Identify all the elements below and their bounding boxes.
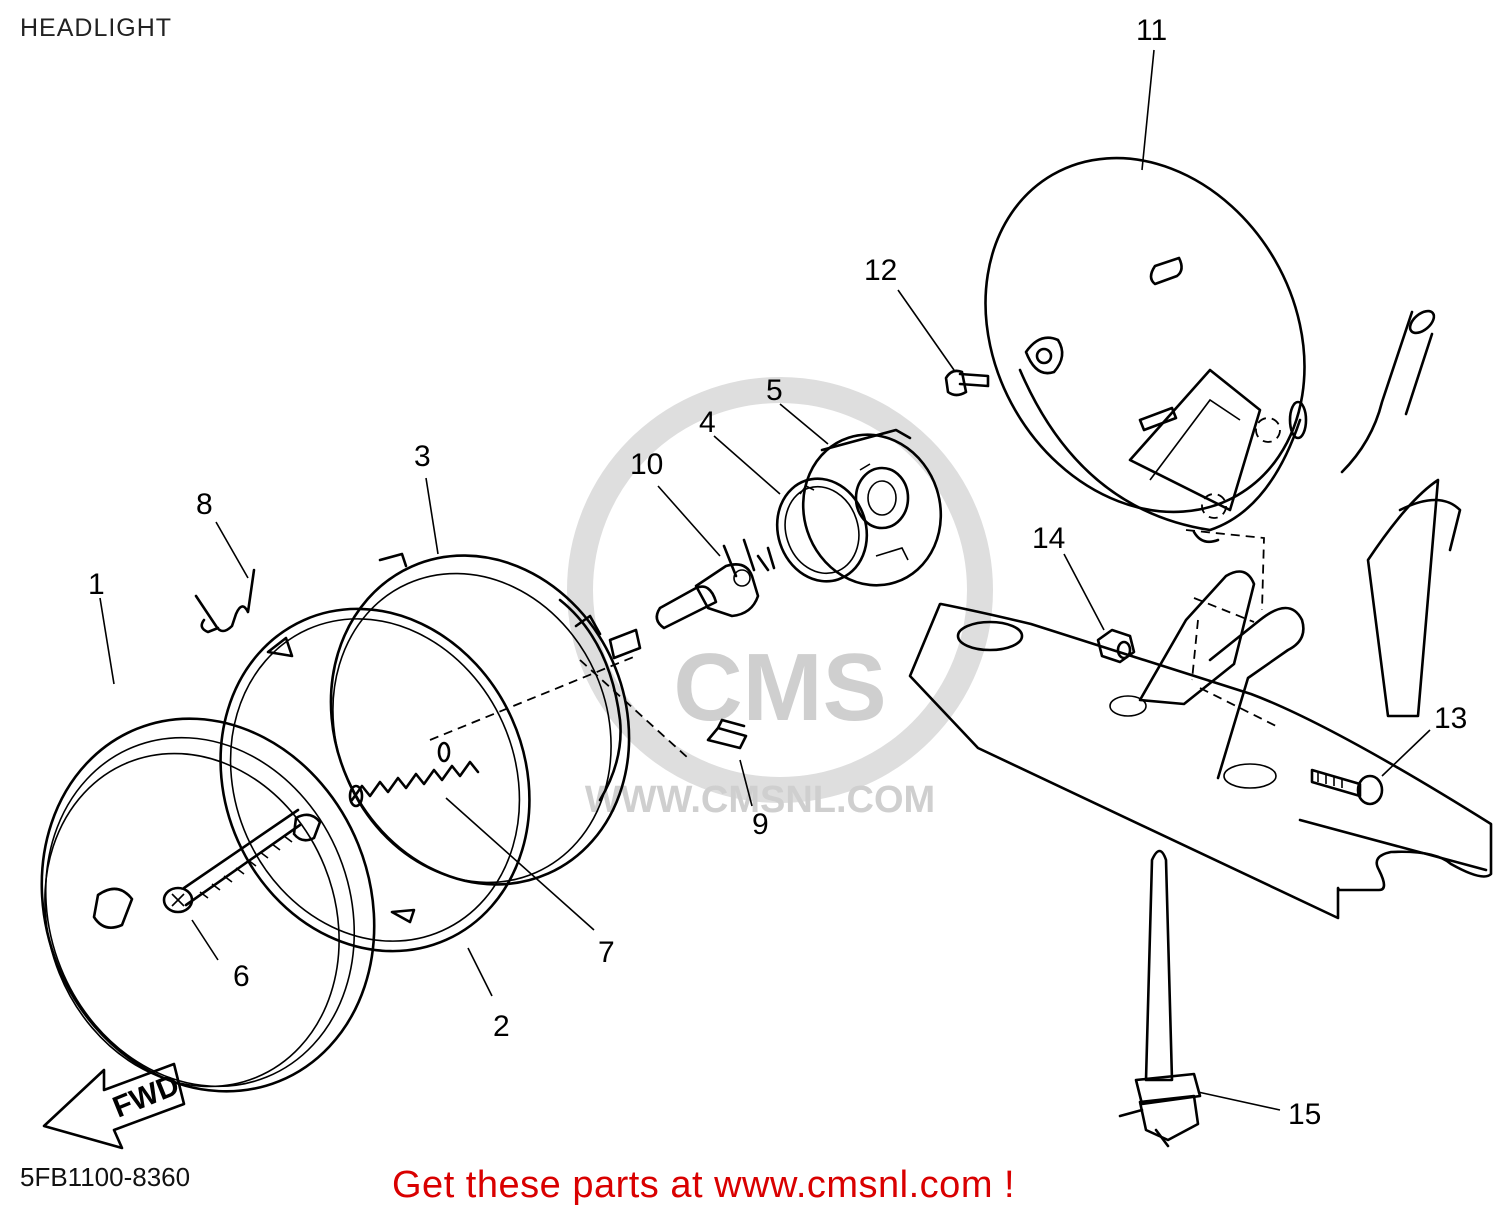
callout-3: 3	[414, 440, 431, 473]
promo-link[interactable]: Get these parts at www.cmsnl.com !	[392, 1164, 1016, 1206]
callout-labels: 1 2 3 4 5 6 7 8 9 10 11 12 13 14 15	[88, 14, 1467, 1131]
callout-10: 10	[630, 448, 663, 481]
callout-12: 12	[864, 254, 897, 287]
part-5-socket[interactable]	[784, 417, 960, 604]
part-2-retaining-ring[interactable]	[167, 559, 583, 1001]
callout-9: 9	[752, 808, 769, 841]
cms-watermark: CMS WWW.CMSNL.COM	[567, 377, 993, 821]
callout-6: 6	[233, 960, 250, 993]
watermark-brand: CMS	[673, 634, 886, 741]
callout-8: 8	[196, 488, 213, 521]
callout-4: 4	[699, 406, 716, 439]
part-12-screw[interactable]	[944, 369, 990, 397]
watermark-url: WWW.CMSNL.COM	[585, 779, 935, 821]
part-9-clip[interactable]	[706, 718, 748, 750]
part-10-bulb[interactable]	[655, 538, 776, 630]
part-14-nut[interactable]	[1096, 628, 1136, 664]
callout-1: 1	[88, 568, 105, 601]
callout-14: 14	[1032, 522, 1065, 555]
page-title: HEADLIGHT	[20, 14, 173, 42]
callout-15: 15	[1288, 1098, 1321, 1131]
part-11-headlight-case[interactable]	[923, 100, 1368, 570]
watermark-ring	[567, 377, 993, 803]
callout-5: 5	[766, 374, 783, 407]
mounting-bracket	[908, 309, 1493, 920]
callout-7: 7	[598, 936, 615, 969]
fwd-arrow: FWD	[42, 1062, 186, 1150]
fwd-label: FWD	[108, 1068, 184, 1124]
part-4-bulb-ring[interactable]	[764, 467, 880, 593]
leader-lines	[99, 49, 1431, 1111]
callout-13: 13	[1434, 702, 1467, 735]
callout-11: 11	[1136, 14, 1167, 47]
part-7-spring[interactable]	[348, 741, 480, 808]
part-1-headlight-rim[interactable]	[0, 668, 429, 1142]
part-8-clip-spring[interactable]	[194, 568, 256, 634]
callout-2: 2	[493, 1010, 510, 1043]
part-15-cable-tie[interactable]	[1118, 849, 1202, 1148]
diagram-code: 5FB1100-8360	[20, 1162, 191, 1192]
part-13-bolt[interactable]	[1310, 768, 1384, 806]
